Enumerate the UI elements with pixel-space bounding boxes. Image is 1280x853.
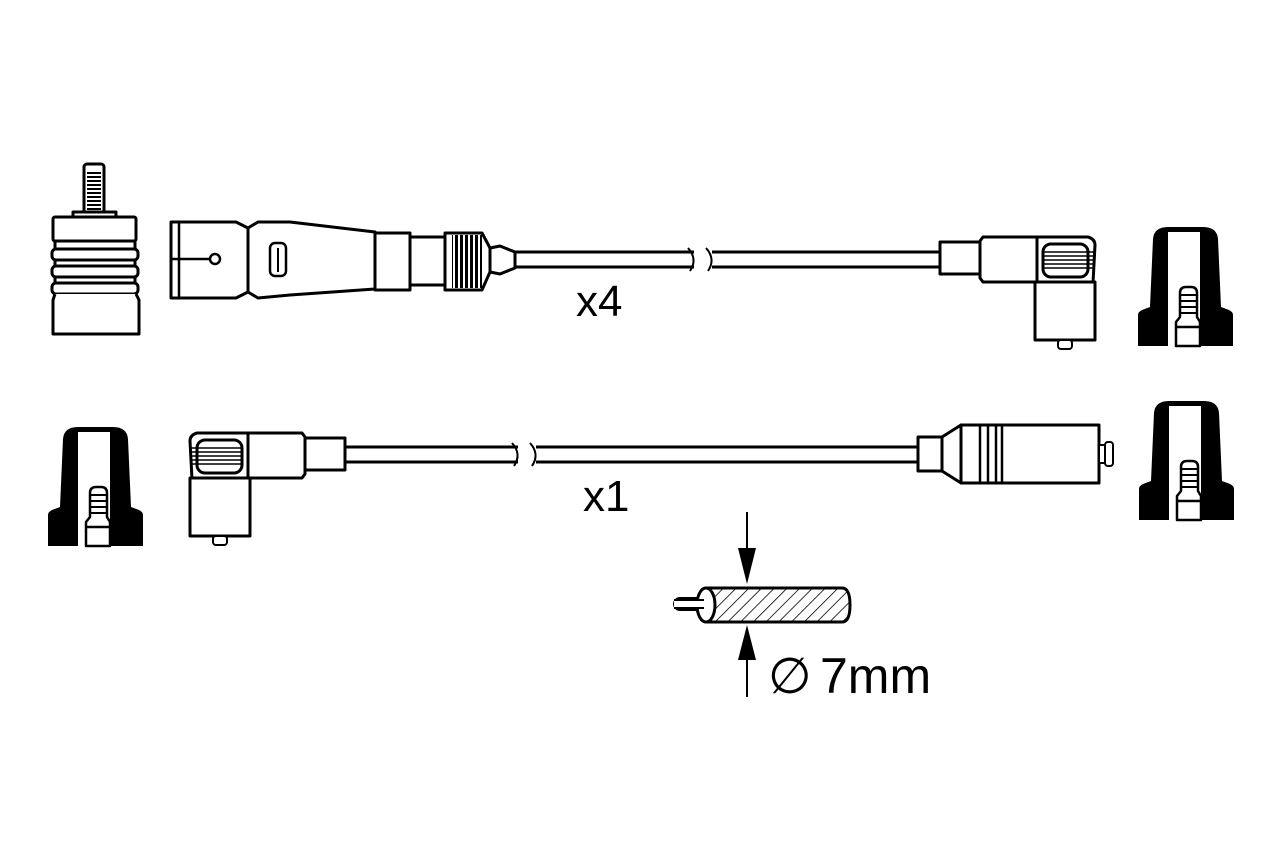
quantity-label-x4: x4 [576, 277, 622, 326]
coil-terminal [50, 162, 141, 336]
angled-boot-top [938, 235, 1097, 351]
diameter-arrows [738, 512, 756, 697]
quantity-label-x1: x1 [583, 472, 629, 521]
spark-plug-cap-top-right [1136, 225, 1235, 348]
straight-boot-bottom [916, 423, 1114, 485]
diameter-value: 7mm [820, 648, 931, 704]
spark-plug-cap-bottom-left [46, 425, 145, 548]
diameter-symbol: ∅ [768, 648, 812, 704]
spark-plug-cap-bottom-right [1137, 399, 1236, 522]
cable-cross-section [673, 586, 852, 624]
straight-boot-top [169, 220, 517, 300]
angled-boot-bottom [188, 431, 347, 547]
cable-top [515, 247, 940, 272]
cable-bottom [345, 442, 918, 467]
